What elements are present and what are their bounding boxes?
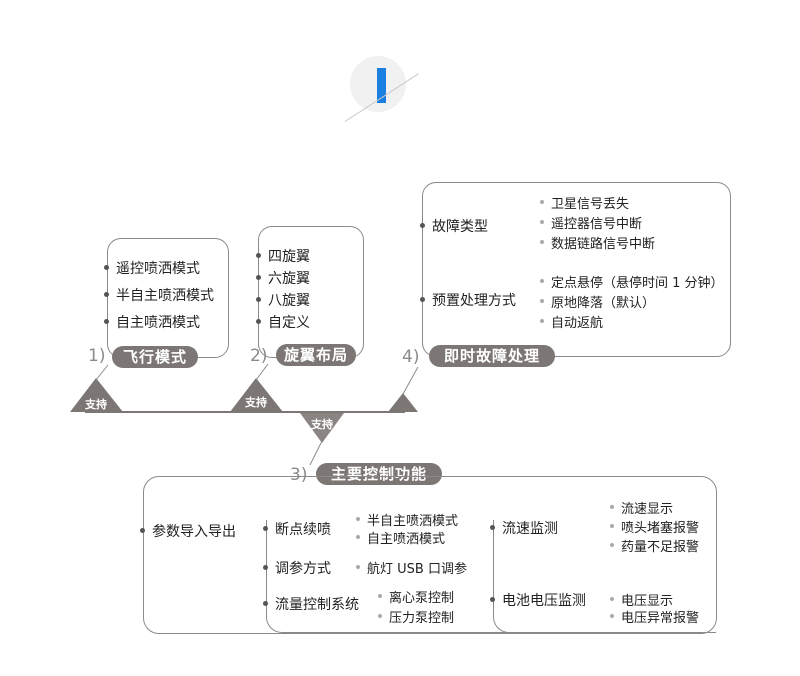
sub-item: 药量不足报警: [610, 536, 699, 555]
branch-number: 1): [88, 346, 106, 366]
sub-item: 喷头堵塞报警: [610, 517, 699, 536]
sub-item: 定点悬停（悬停时间 1 分钟）: [540, 272, 724, 291]
branch-title-flight-mode[interactable]: 飞行模式: [112, 346, 198, 368]
list-item: 八旋翼: [256, 290, 310, 310]
group-label: 流量控制系统: [263, 594, 359, 614]
sub-item: 电压显示: [610, 590, 673, 609]
list-item: 四旋翼: [256, 246, 310, 266]
group-label: 预置处理方式: [420, 290, 516, 310]
support-label: 支持: [245, 396, 267, 409]
list-item: 六旋翼: [256, 268, 310, 288]
group-label: 断点续喷: [263, 519, 331, 539]
connector-2: [255, 363, 269, 381]
group-label: 故障类型: [420, 216, 488, 236]
group-label: 参数导入导出: [140, 521, 236, 541]
branch-3-box: [143, 476, 717, 634]
sub-item: 航灯 USB 口调参: [356, 558, 467, 577]
sub-item: 流速显示: [610, 498, 673, 517]
connector-3: [309, 440, 323, 466]
group-label: 调参方式: [263, 558, 331, 578]
logo-bar-icon: [377, 68, 386, 103]
sub-item: 半自主喷洒模式: [356, 510, 458, 529]
support-label: 支持: [85, 398, 107, 411]
sub-item: 离心泵控制: [378, 587, 454, 606]
list-item: 遥控喷洒模式: [104, 258, 200, 278]
sub-item: 遥控器信号中断: [540, 213, 642, 232]
sub-item: 电压异常报警: [610, 607, 699, 626]
sub-item: 卫星信号丢失: [540, 193, 629, 212]
sub-item: 自主喷洒模式: [356, 528, 445, 547]
sub-item: 原地降落（默认）: [540, 292, 655, 311]
support-triangle-2: [230, 378, 283, 412]
support-triangle-3: [300, 413, 344, 443]
list-item: 自主喷洒模式: [104, 312, 200, 332]
branch-number: 3): [290, 465, 308, 485]
list-item: 半自主喷洒模式: [104, 285, 214, 305]
branch-number: 2): [250, 346, 268, 366]
branch-title-fault-handling[interactable]: 即时故障处理: [429, 345, 555, 367]
group-label: 电池电压监测: [490, 590, 586, 610]
support-label: 支持: [311, 418, 333, 431]
sub-item: 自动返航: [540, 312, 603, 331]
connector-1: [95, 364, 109, 381]
branch-4-box: [422, 182, 731, 357]
connector-4: [402, 366, 419, 395]
support-triangle-1: [70, 378, 123, 412]
branch-3-col3-bracket: [493, 520, 716, 633]
support-triangle-4: [388, 393, 418, 412]
sub-item: 压力泵控制: [378, 607, 454, 626]
sub-item: 数据链路信号中断: [540, 233, 655, 252]
branch-title-main-control[interactable]: 主要控制功能: [316, 463, 442, 485]
branch-number: 4): [402, 347, 420, 367]
branch-title-rotor-layout[interactable]: 旋翼布局: [276, 344, 356, 366]
list-item: 自定义: [256, 312, 310, 332]
branch-3-col2-bracket: [266, 520, 517, 633]
group-label: 流速监测: [490, 518, 558, 538]
